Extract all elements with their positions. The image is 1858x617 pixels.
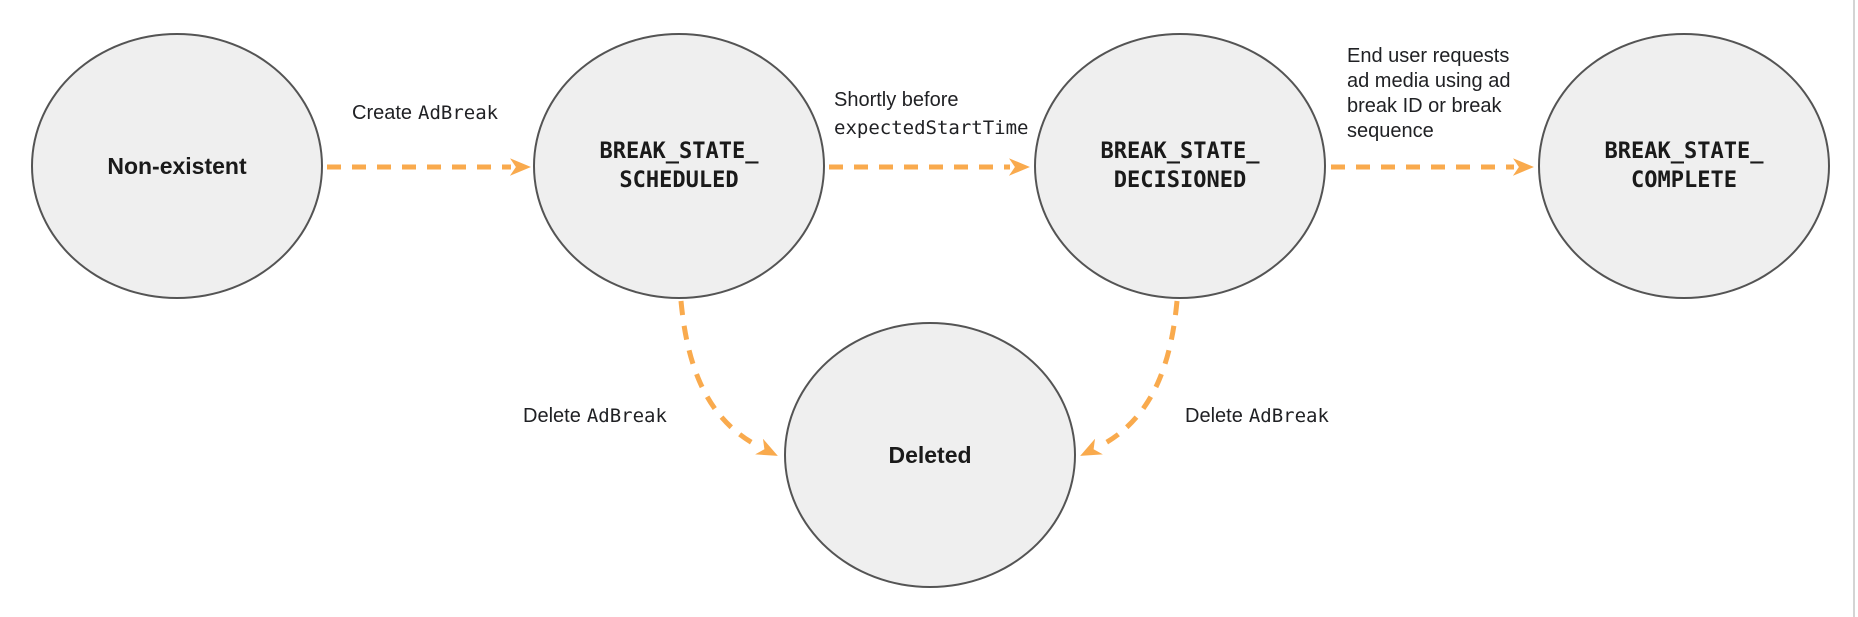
- state-node-break-state-scheduled: BREAK_STATE_SCHEDULED: [533, 33, 825, 299]
- arrow-delete-from-decisioned: [1080, 300, 1180, 456]
- state-label: Non-existent: [107, 152, 247, 179]
- arrow-delete-from-scheduled: [678, 300, 778, 456]
- state-label: BREAK_STATE_SCHEDULED: [599, 139, 759, 193]
- label-end-user-requests: End user requests ad media using ad brea…: [1347, 45, 1511, 142]
- state-node-break-state-complete: BREAK_STATE_COMPLETE: [1538, 33, 1830, 299]
- page-edge-divider: [1853, 0, 1855, 617]
- label-shortly-before-expectedstarttime: Shortly before expectedStartTime: [834, 89, 1029, 139]
- state-node-break-state-decisioned: BREAK_STATE_DECISIONED: [1034, 33, 1326, 299]
- state-node-deleted: Deleted: [784, 322, 1076, 588]
- state-label: BREAK_STATE_COMPLETE: [1604, 139, 1764, 193]
- state-label: Deleted: [888, 441, 972, 468]
- state-label: BREAK_STATE_DECISIONED: [1100, 139, 1260, 193]
- state-node-non-existent: Non-existent: [31, 33, 323, 299]
